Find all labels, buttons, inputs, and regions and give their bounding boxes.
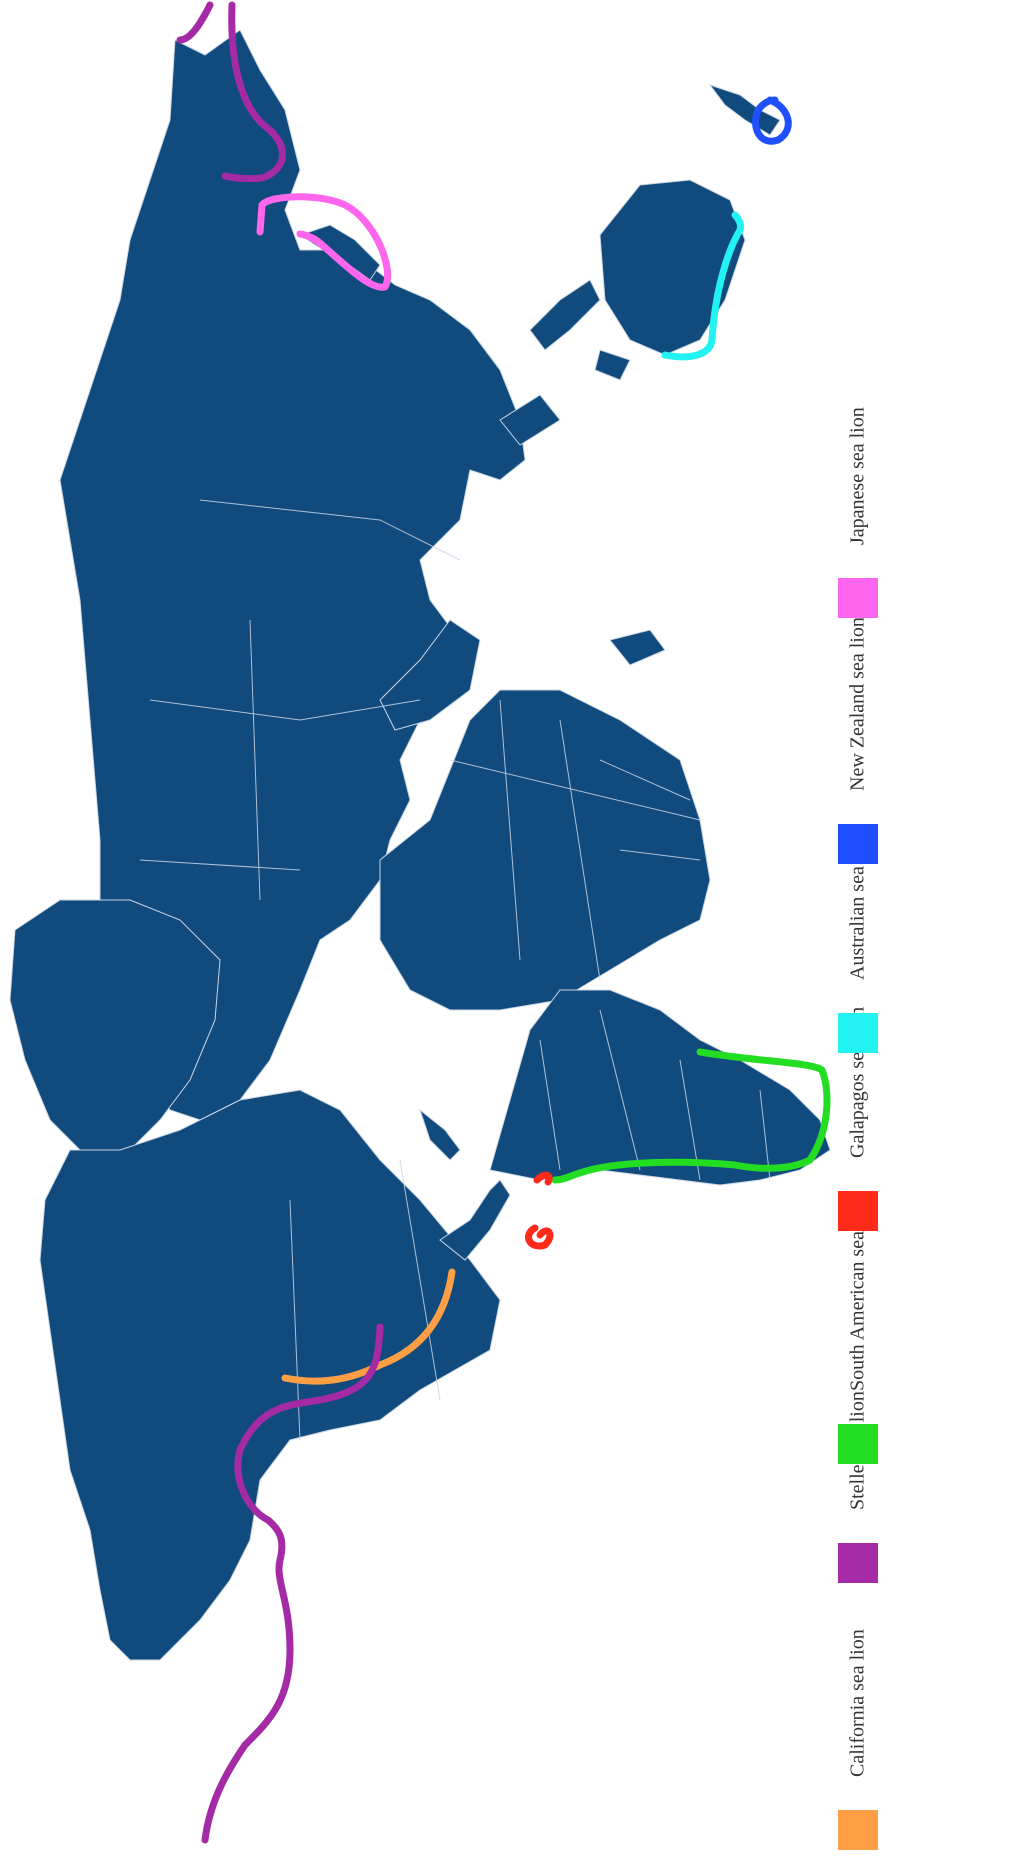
range-australian	[661, 211, 744, 361]
australia-landmass	[599, 179, 746, 356]
central-america-landmass	[439, 1179, 511, 1261]
legend-swatch-south-american	[838, 1424, 878, 1464]
legend-label-japanese: Japanese sea lion	[846, 407, 869, 545]
range-galapagos	[525, 1171, 554, 1250]
legend-swatch-new-zealand	[838, 824, 878, 864]
legend-item-steller: Steller sea lion	[838, 1233, 878, 1583]
indonesia-landmass	[499, 279, 631, 446]
legend-item-galapagos: Galapagos sea lion	[838, 881, 878, 1231]
south-america-landmass	[489, 989, 831, 1186]
country-border-lines	[139, 499, 771, 1441]
north-america-landmass	[39, 1089, 501, 1661]
legend-item-japanese: Japanese sea lion	[838, 268, 878, 618]
range-california	[281, 1268, 456, 1385]
range-new-zealand	[752, 96, 792, 145]
greenland-landmass	[9, 899, 221, 1161]
range-south-american	[551, 1048, 831, 1184]
new-zealand-landmass	[708, 84, 781, 136]
legend-item-australian: Australian sea lion	[838, 703, 878, 1053]
range-japanese	[256, 193, 392, 291]
legend-item-new-zealand: New Zealand sea lion	[838, 514, 878, 864]
legend-label-california: California sea lion	[846, 1629, 869, 1777]
caribbean-islands	[418, 1108, 461, 1161]
legend-swatch-japanese	[838, 578, 878, 618]
range-steller-asia	[176, 1, 286, 183]
legend-item-south-american: South American sea lion	[838, 1114, 878, 1464]
legend-swatch-galapagos	[838, 1191, 878, 1231]
madagascar-landmass	[609, 629, 666, 666]
africa-landmass	[379, 689, 711, 1011]
legend-item-california: California sea lion	[838, 1500, 878, 1850]
legend-swatch-steller	[838, 1543, 878, 1583]
range-steller-america	[201, 1323, 384, 1844]
legend-label-new-zealand: New Zealand sea lion	[846, 617, 869, 791]
legend-swatch-california	[838, 1810, 878, 1850]
legend-swatch-australian	[838, 1013, 878, 1053]
